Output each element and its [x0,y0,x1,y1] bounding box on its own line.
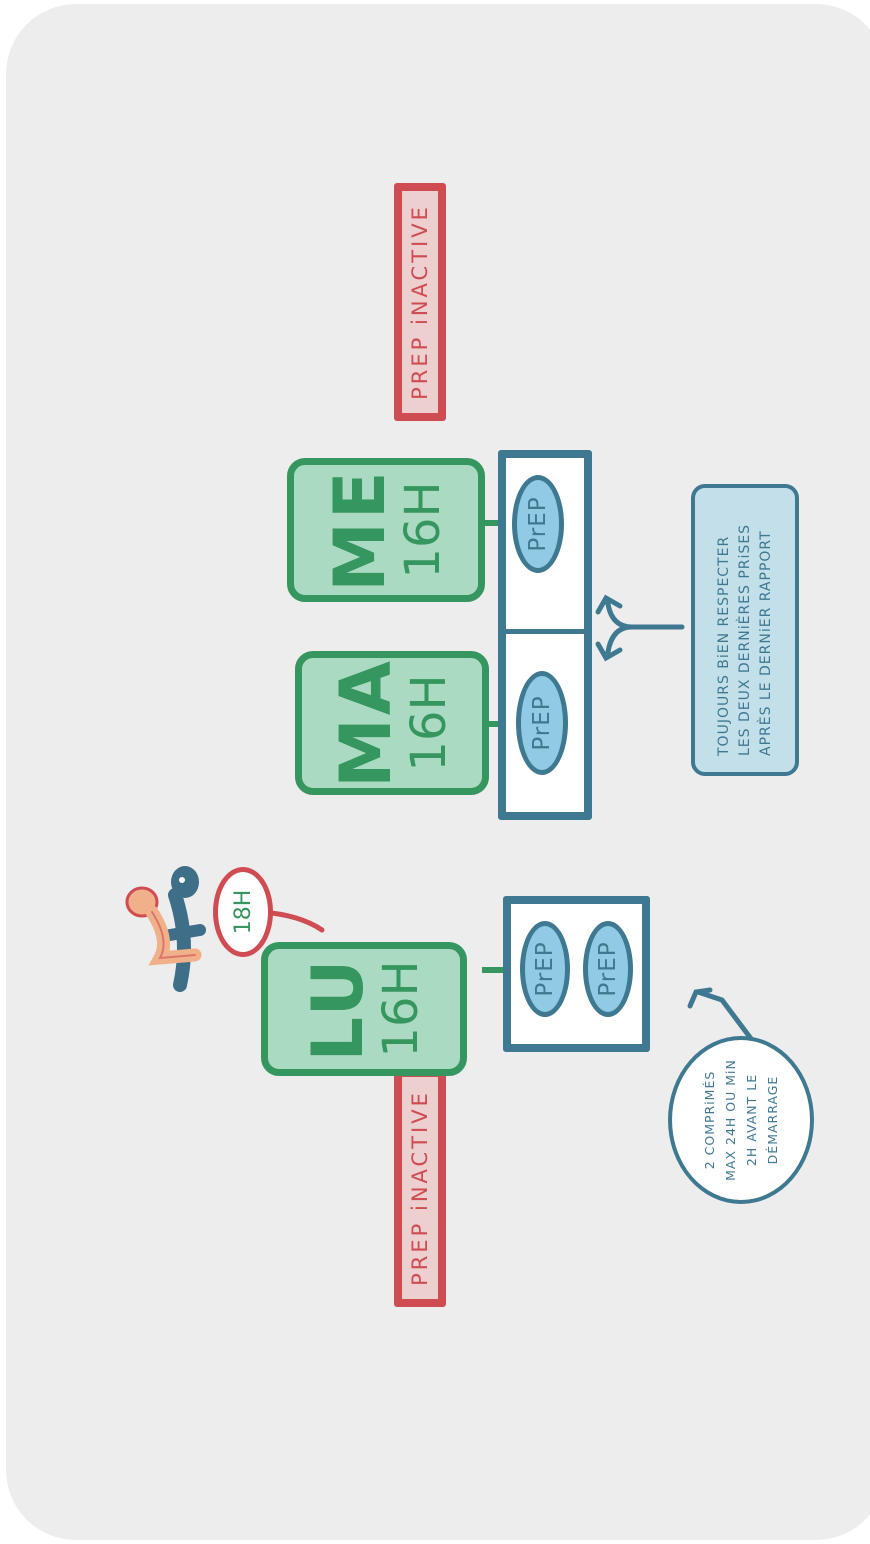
pill-lu-1: PrEP [520,921,570,1017]
arrowhead-down [595,641,623,662]
note-rect-line3: APRÈS LE DERNiER RAPPORT [757,530,774,756]
encounter-time: 18H [230,889,256,935]
pill-label: PrEP [532,941,558,997]
ellipse-arrowhead [687,987,713,1009]
day-time-lu: 16H [373,960,429,1058]
day-card-me: ME 16H [287,458,485,602]
pill-label: PrEP [595,941,621,997]
prep-inactive-text-top: PREP iNACTIVE [408,204,432,400]
pill-lu-2: PrEP [583,921,633,1017]
day-card-ma: MA 16H [295,651,489,795]
day-time-ma: 16H [401,674,457,772]
prep-inactive-label-top: PREP iNACTIVE [394,183,446,421]
double-arrow [605,601,685,655]
ellipse-arrow [695,989,755,1043]
arrowhead-up [595,594,623,615]
pill-label: PrEP [529,695,555,751]
note-ellipse-line2: MAX 24H OU MiN [723,1059,738,1181]
couple-figure [125,866,206,992]
note-ellipse-line1: 2 COMPRiMÉS [702,1070,717,1170]
day-label-me: ME [319,468,401,592]
prep-inactive-text-bottom: PREP iNACTIVE [408,1090,432,1286]
day-label-lu: LU [297,956,379,1062]
note-rect-line1: TOUJOURS BiEN RESPECTER [715,535,732,756]
pill-label: PrEP [525,496,551,552]
encounter-time-bubble: 18H [213,867,273,957]
pillbox-divider [506,629,584,634]
day-label-ma: MA [325,658,407,788]
note-ellipse-line4: DÉMARRAGE [765,1075,780,1165]
note-ellipse-line3: 2H AVANT LE [744,1073,759,1167]
pill-ma: PrEP [516,671,568,775]
note-last-doses: TOUJOURS BiEN RESPECTER LES DEUX DERNiÈR… [691,484,799,776]
pill-me: PrEP [512,475,564,573]
note-initial-dose: 2 COMPRiMÉS MAX 24H OU MiN 2H AVANT LE D… [668,1036,814,1204]
day-card-lu: LU 16H [261,942,467,1076]
prep-inactive-label-bottom: PREP iNACTIVE [394,1069,446,1307]
day-time-me: 16H [395,481,451,579]
note-rect-line2: LES DEUX DERNiÈRES PRiSES [736,523,753,756]
